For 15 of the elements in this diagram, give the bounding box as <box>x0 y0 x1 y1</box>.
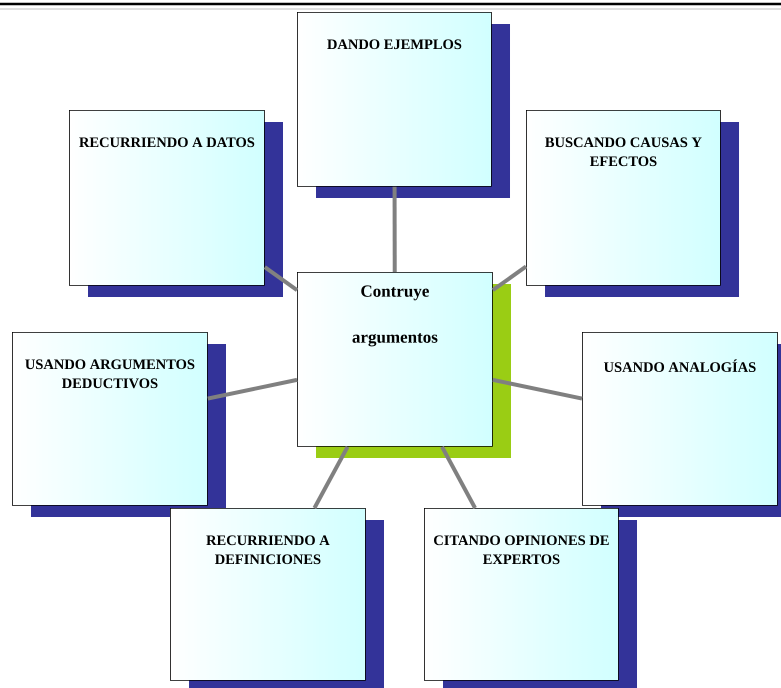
box: DANDO EJEMPLOS <box>297 12 510 198</box>
box: Contruye argumentos <box>297 272 511 458</box>
connector-line <box>492 378 582 400</box>
box: BUSCANDO CAUSAS Y EFECTOS <box>526 110 739 297</box>
box: USANDO ANALOGÍAS <box>582 332 781 517</box>
box: USANDO ARGUMENTOS DEDUCTIVOS <box>12 332 226 517</box>
box: CITANDO OPINIONES DE EXPERTOS <box>424 508 637 688</box>
connector-line <box>264 266 298 292</box>
connector-line <box>207 378 298 400</box>
connector-line <box>392 186 397 272</box>
connector-line <box>312 446 350 509</box>
box: RECURRIENDO A DATOS <box>69 110 283 297</box>
box: RECURRIENDO A DEFINICIONES <box>170 508 384 688</box>
connector-line <box>440 446 477 509</box>
connector-line <box>492 264 528 292</box>
